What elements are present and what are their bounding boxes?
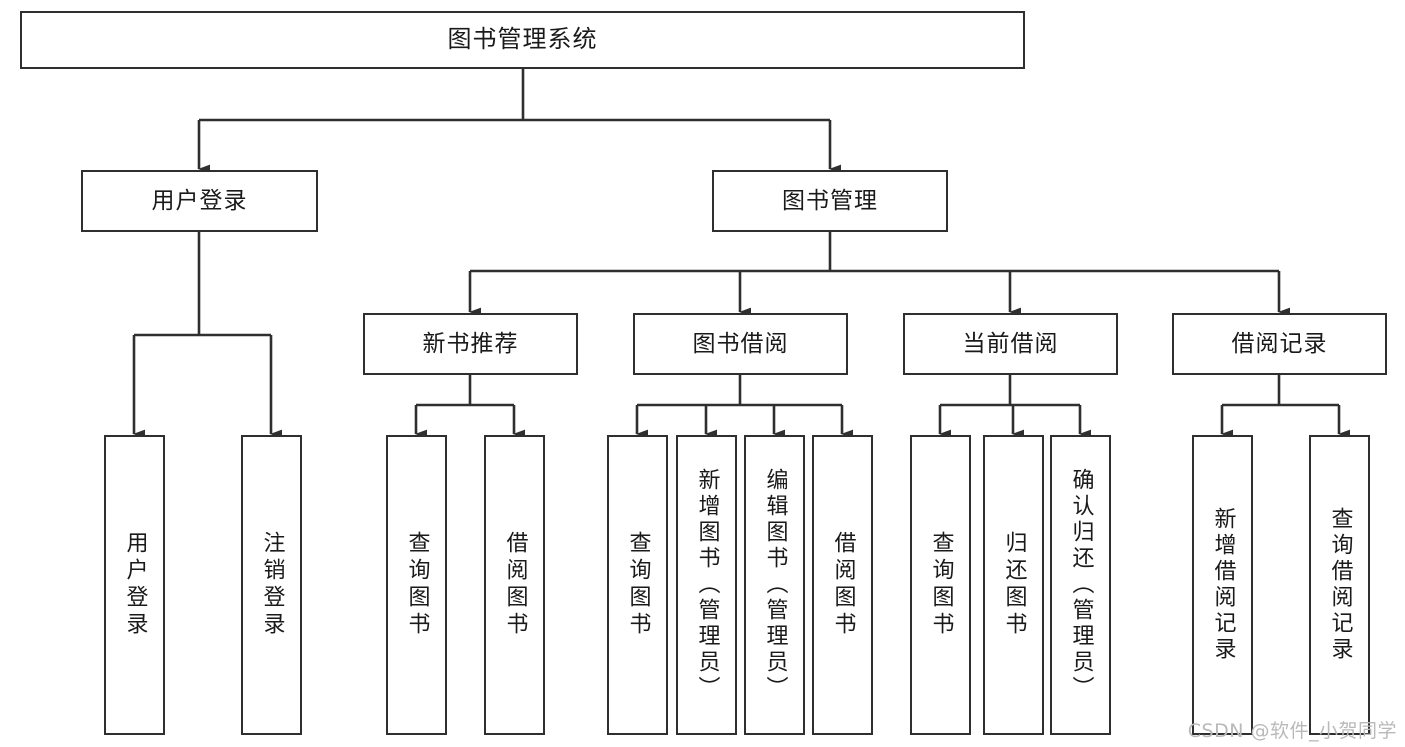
node-label-leaf-return: 归还图书 (1001, 531, 1027, 639)
node-label-book-manage: 图书管理 (782, 187, 878, 214)
node-leaf-user-login[interactable]: 用户登录 (104, 435, 165, 735)
node-leaf-logout[interactable]: 注销登录 (241, 435, 302, 735)
node-leaf-add-rec[interactable]: 新增借阅记录 (1192, 435, 1253, 735)
node-new-book-rec[interactable]: 新书推荐 (363, 313, 578, 375)
node-label-leaf-confirm: 确认归还（管理员） (1068, 468, 1094, 702)
node-label-root: 图书管理系统 (447, 25, 598, 54)
node-leaf-return[interactable]: 归还图书 (983, 435, 1044, 735)
node-borrow-record[interactable]: 借阅记录 (1172, 313, 1387, 375)
node-root[interactable]: 图书管理系统 (20, 11, 1025, 69)
node-label-new-book-rec: 新书推荐 (422, 330, 519, 357)
node-label-book-borrow: 图书借阅 (692, 330, 789, 357)
node-book-borrow[interactable]: 图书借阅 (633, 313, 848, 375)
node-leaf-query-2[interactable]: 查询图书 (607, 435, 668, 735)
node-leaf-confirm[interactable]: 确认归还（管理员） (1050, 435, 1111, 735)
node-leaf-query-3[interactable]: 查询图书 (910, 435, 971, 735)
node-label-leaf-logout: 注销登录 (259, 531, 285, 639)
node-label-leaf-query-2: 查询图书 (625, 531, 651, 639)
node-label-leaf-query-rec: 查询借阅记录 (1327, 507, 1353, 663)
csdn-watermark: CSDN @软件_小贺同学 (1187, 720, 1397, 742)
node-user-login[interactable]: 用户登录 (81, 170, 318, 232)
node-label-leaf-borrow-2: 借阅图书 (830, 531, 856, 639)
node-label-leaf-query-1: 查询图书 (404, 531, 430, 639)
node-label-leaf-add-rec: 新增借阅记录 (1210, 507, 1236, 663)
node-label-leaf-user-login: 用户登录 (122, 531, 148, 639)
node-label-leaf-borrow-1: 借阅图书 (502, 531, 528, 639)
node-label-leaf-add-book: 新增图书（管理员） (694, 468, 720, 702)
node-label-current-borrow: 当前借阅 (962, 330, 1059, 357)
node-label-leaf-edit-book: 编辑图书（管理员） (762, 468, 788, 702)
node-leaf-query-rec[interactable]: 查询借阅记录 (1309, 435, 1370, 735)
node-label-borrow-record: 借阅记录 (1231, 330, 1328, 357)
node-label-user-login: 用户登录 (151, 187, 248, 214)
node-leaf-add-book[interactable]: 新增图书（管理员） (676, 435, 737, 735)
node-current-borrow[interactable]: 当前借阅 (903, 313, 1118, 375)
node-leaf-borrow-2[interactable]: 借阅图书 (812, 435, 873, 735)
node-book-manage[interactable]: 图书管理 (712, 170, 948, 232)
node-leaf-query-1[interactable]: 查询图书 (386, 435, 447, 735)
node-leaf-borrow-1[interactable]: 借阅图书 (484, 435, 545, 735)
node-leaf-edit-book[interactable]: 编辑图书（管理员） (744, 435, 805, 735)
node-label-leaf-query-3: 查询图书 (928, 531, 954, 639)
